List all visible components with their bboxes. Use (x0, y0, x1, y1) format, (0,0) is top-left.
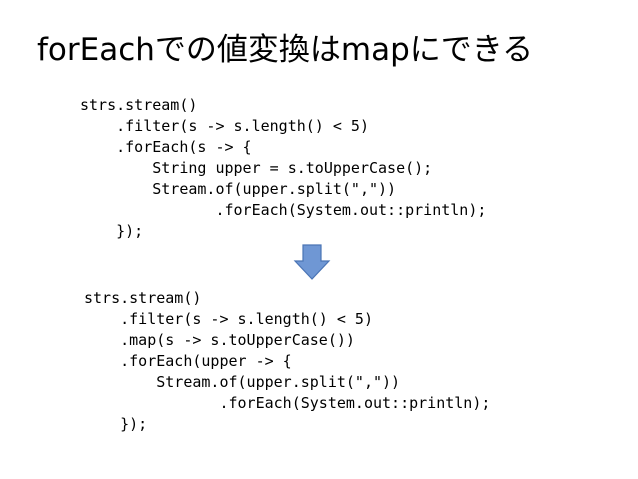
code-block-before: strs.stream() .filter(s -> s.length() < … (80, 95, 486, 242)
down-arrow-icon (293, 244, 331, 280)
code-line: String upper = s.toUpperCase(); (80, 159, 433, 177)
code-line: .forEach(s -> { (80, 138, 252, 156)
code-line: .filter(s -> s.length() < 5) (84, 310, 373, 328)
code-line: Stream.of(upper.split(",")) (80, 180, 397, 198)
code-line: strs.stream() (80, 96, 198, 114)
code-line: }); (84, 415, 148, 433)
code-line: .forEach(upper -> { (84, 352, 292, 370)
code-line: .map(s -> s.toUpperCase()) (84, 331, 355, 349)
code-block-after: strs.stream() .filter(s -> s.length() < … (84, 288, 490, 435)
code-line: .filter(s -> s.length() < 5) (80, 117, 369, 135)
code-line: }); (80, 222, 144, 240)
code-line: .forEach(System.out::println); (84, 394, 491, 412)
down-arrow-shape (293, 244, 331, 280)
slide-title: forEachでの値変換はmapにできる (37, 32, 534, 68)
code-line: Stream.of(upper.split(",")) (84, 373, 401, 391)
code-line: .forEach(System.out::println); (80, 201, 487, 219)
code-line: strs.stream() (84, 289, 202, 307)
